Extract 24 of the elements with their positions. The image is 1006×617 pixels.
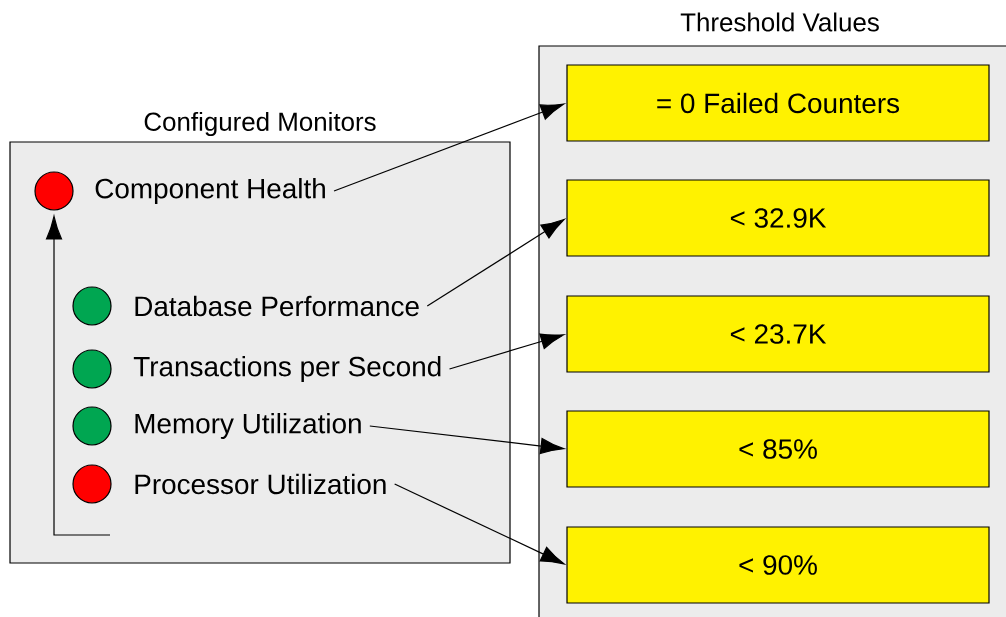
threshold-box: < 85% — [566, 410, 990, 488]
arrow — [394, 483, 565, 565]
panel-heading: Configured Monitors — [144, 111, 376, 137]
status-dot — [72, 349, 112, 389]
arrow — [45, 215, 111, 536]
threshold-box: < 32.9K — [566, 179, 990, 257]
monitor-label: Database Performance — [135, 295, 419, 317]
arrow — [333, 103, 565, 192]
panel-heading: Threshold Values — [680, 12, 879, 32]
status-dot — [72, 286, 112, 326]
threshold-box: = 0 Failed Counters — [566, 64, 990, 142]
status-dot — [72, 406, 112, 446]
threshold-box: < 90% — [566, 526, 990, 604]
panel — [9, 141, 511, 564]
arrow — [369, 425, 565, 455]
monitor-label: Processor Utilization — [135, 473, 386, 495]
threshold-box: < 23.7K — [566, 295, 990, 373]
arrow — [448, 333, 565, 370]
monitor-label: Memory Utilization — [135, 413, 361, 439]
arrow — [426, 218, 565, 307]
status-dot — [72, 464, 112, 504]
monitor-label: Component Health — [95, 178, 325, 204]
monitor-label: Transactions per Second — [133, 356, 441, 382]
status-dot — [34, 171, 74, 211]
